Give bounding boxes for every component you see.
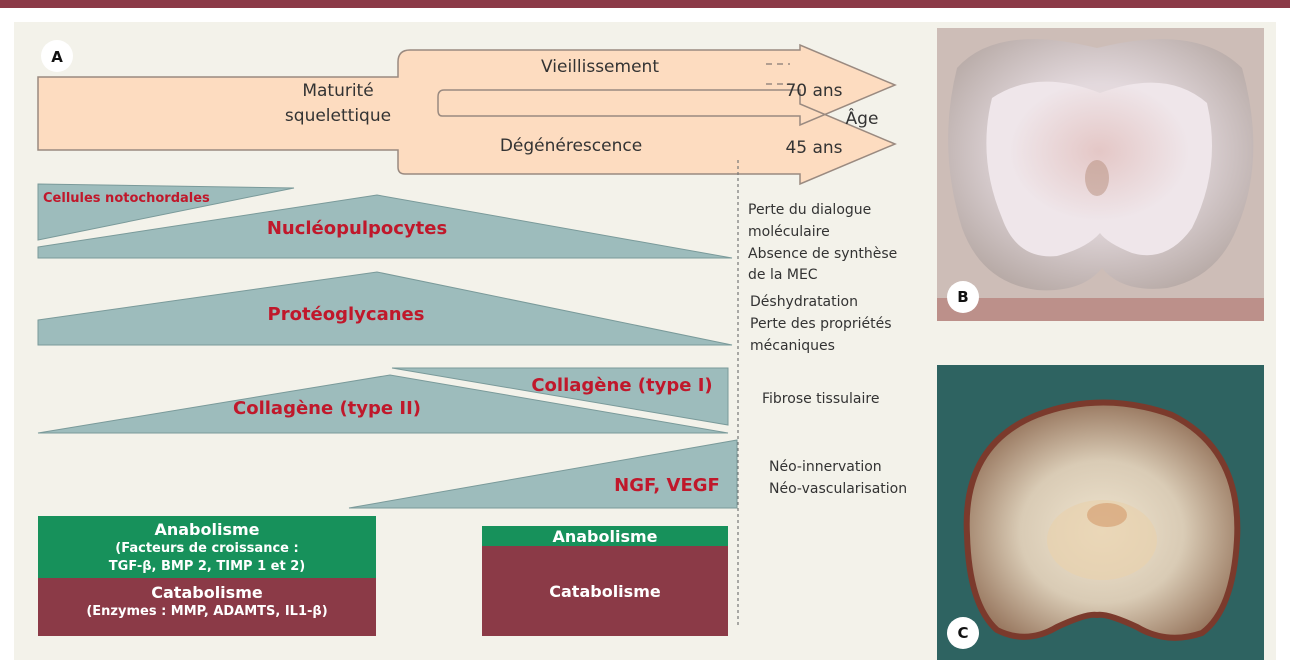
age-axis-label: Âge: [846, 107, 879, 129]
healthy-catabolism-title: Catabolisme: [151, 583, 263, 602]
degenerated-catabolism-title: Catabolisme: [549, 582, 661, 601]
note-cells-1: Perte du dialogue: [748, 202, 871, 218]
healthy-anabolism-box: [38, 516, 376, 578]
healthy-anabolism-line1: (Facteurs de croissance :: [115, 541, 298, 556]
healthy-disc-illustration: [937, 28, 1264, 321]
top-color-bar: [0, 0, 1290, 8]
panel-b-badge: B: [947, 281, 979, 313]
maturity-label-2: squelettique: [285, 106, 391, 126]
note-proteoglycans-3: mécaniques: [750, 338, 835, 354]
note-cells-4: de la MEC: [748, 267, 818, 283]
note-proteoglycans-2: Perte des propriétés: [750, 316, 892, 332]
degeneration-age: 45 ans: [785, 138, 842, 158]
maturity-label-1: Maturité: [302, 81, 373, 101]
degenerated-anabolism-box: [482, 526, 728, 546]
degenerated-anabolism-title: Anabolisme: [552, 527, 657, 546]
note-cells-2: moléculaire: [748, 224, 830, 240]
note-factors-2: Néo-vascularisation: [769, 481, 907, 497]
note-factors-1: Néo-innervation: [769, 459, 882, 475]
ngf-vegf-label: NGF, VEGF: [614, 475, 720, 496]
collagen-type1-wedge: [391, 367, 729, 426]
panel-c-badge: C: [947, 617, 979, 649]
proteoglycans-label: Protéoglycanes: [268, 304, 425, 325]
nucleopulpocytes-wedge: [37, 194, 733, 259]
notochordal-cells-wedge: [37, 183, 295, 241]
collagen-type1-label: Collagène (type I): [531, 375, 712, 396]
degeneration-label: Dégénérescence: [500, 136, 642, 156]
degenerated-catabolism-box: [482, 546, 728, 636]
notochordal-cells-label: Cellules notochordales: [43, 191, 210, 206]
healthy-catabolism-box: [38, 578, 376, 636]
note-collagen-1: Fibrose tissulaire: [762, 391, 879, 407]
note-proteoglycans-1: Déshydratation: [750, 294, 858, 310]
aging-age: 70 ans: [785, 81, 842, 101]
degenerated-disc-illustration: [937, 365, 1264, 660]
collagen-type2-label: Collagène (type II): [233, 398, 421, 419]
healthy-anabolism-line2: TGF-β, BMP 2, TIMP 1 et 2): [109, 559, 305, 574]
proteoglycans-wedge: [37, 271, 733, 346]
healthy-anabolism-title: Anabolisme: [154, 520, 259, 539]
photo-c-degenerated-disc: C: [937, 365, 1264, 660]
panel-a-label: A: [51, 48, 63, 66]
aging-label: Vieillissement: [541, 57, 659, 77]
collagen-type2-wedge: [37, 374, 729, 434]
note-cells-3: Absence de synthèse: [748, 246, 897, 262]
healthy-catabolism-line1: (Enzymes : MMP, ADAMTS, IL1-β): [86, 604, 327, 619]
timeline-arrow: [37, 43, 897, 186]
nucleopulpocytes-label: Nucléopulpocytes: [267, 218, 447, 239]
photo-b-healthy-disc: B: [937, 28, 1264, 321]
panel-a-badge: [41, 40, 73, 72]
growth-factors-wedge: [348, 439, 738, 509]
